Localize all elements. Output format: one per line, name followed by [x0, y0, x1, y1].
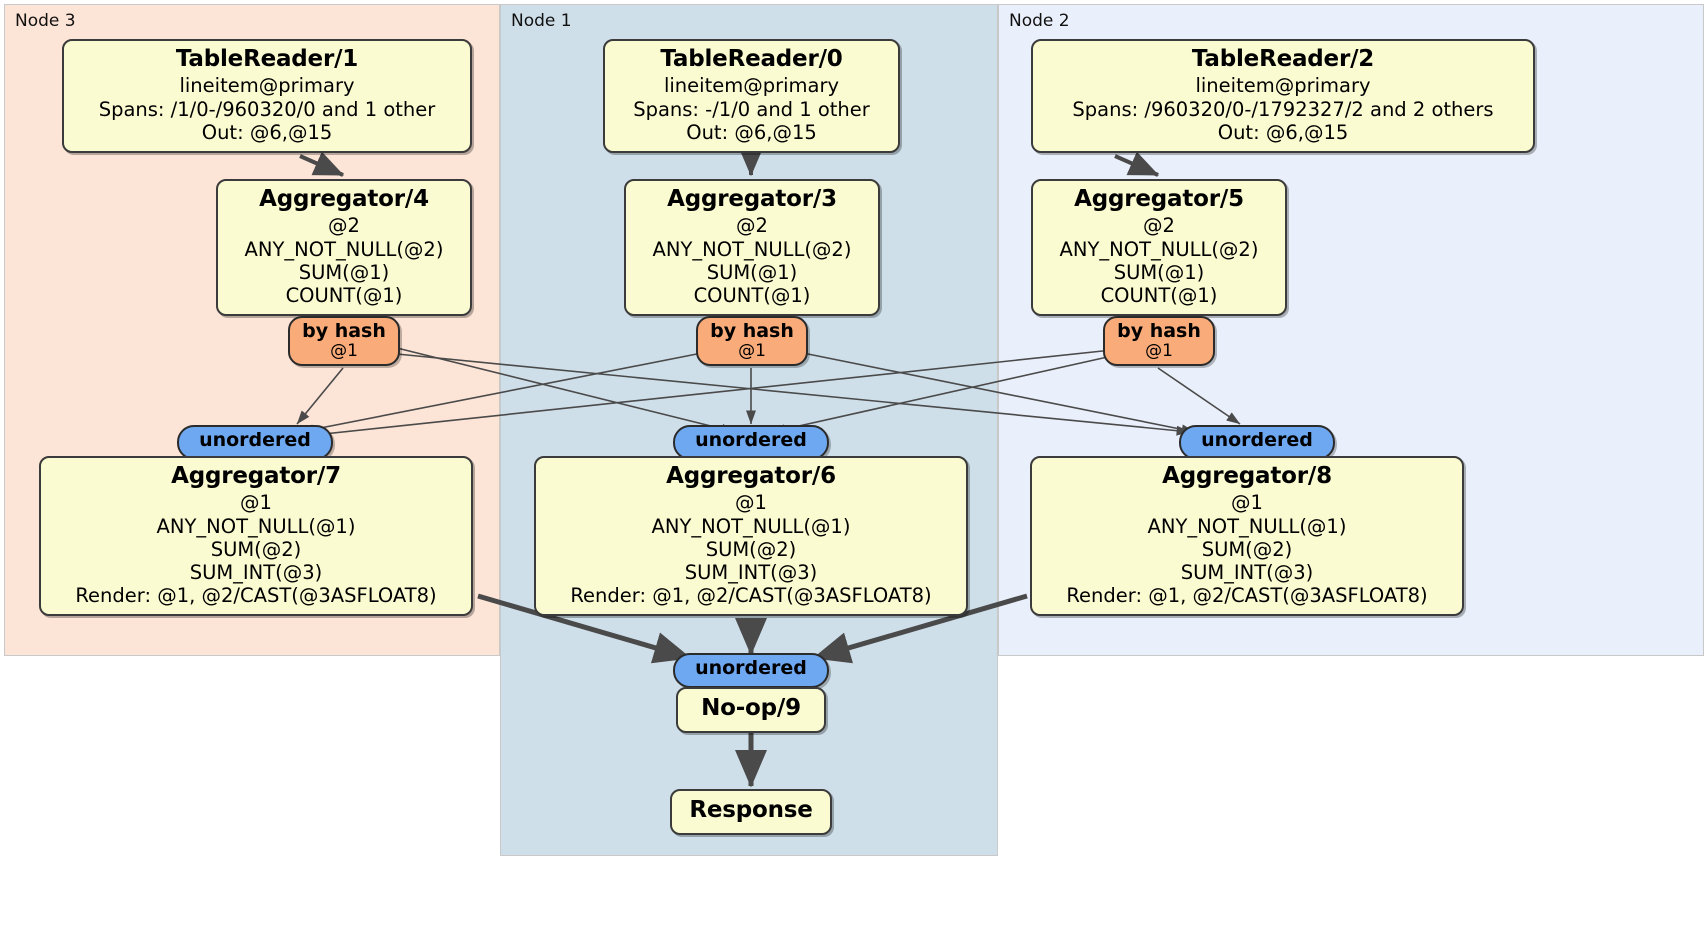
processor-tablereader2[interactable]: TableReader/2 lineitem@primary Spans: /9…: [1031, 39, 1535, 153]
processor-line: SUM(@2): [210, 537, 302, 561]
processor-line: @2: [736, 214, 768, 238]
processor-line: @1: [1231, 491, 1263, 515]
synchronizer-label: unordered: [695, 657, 807, 679]
processor-line: ANY_NOT_NULL(@1): [156, 514, 356, 538]
processor-aggregator3[interactable]: Aggregator/3 @2 ANY_NOT_NULL(@2) SUM(@1)…: [624, 179, 880, 317]
processor-title: Aggregator/7: [171, 463, 341, 489]
processor-line: lineitem@primary: [179, 74, 355, 98]
processor-line: Render: @1, @2/CAST(@3ASFLOAT8): [570, 584, 932, 608]
processor-line: SUM_INT(@3): [684, 560, 818, 584]
synchronizer-unordered-aggregator7[interactable]: unordered: [177, 425, 333, 460]
processor-line: ANY_NOT_NULL(@1): [1147, 514, 1347, 538]
processor-line: ANY_NOT_NULL(@2): [1059, 237, 1259, 261]
processor-line: lineitem@primary: [1195, 74, 1371, 98]
processor-aggregator6[interactable]: Aggregator/6 @1 ANY_NOT_NULL(@1) SUM(@2)…: [534, 456, 968, 617]
processor-response[interactable]: Response: [670, 789, 832, 836]
node-panel-label-node2: Node 2: [1009, 11, 1070, 31]
processor-line: Render: @1, @2/CAST(@3ASFLOAT8): [1066, 584, 1428, 608]
router-sublabel: @1: [330, 340, 358, 361]
processor-aggregator7[interactable]: Aggregator/7 @1 ANY_NOT_NULL(@1) SUM(@2)…: [39, 456, 473, 617]
router-label: by hash: [710, 320, 794, 342]
synchronizer-unordered-noop9[interactable]: unordered: [673, 653, 829, 688]
processor-line: Spans: -/1/0 and 1 other: [633, 97, 870, 121]
processor-title: Aggregator/3: [667, 186, 837, 212]
processor-line: @2: [1143, 214, 1175, 238]
processor-line: SUM(@2): [705, 537, 797, 561]
processor-tablereader0[interactable]: TableReader/0 lineitem@primary Spans: -/…: [603, 39, 900, 153]
synchronizer-label: unordered: [1201, 429, 1313, 451]
router-by-hash-aggregator3[interactable]: by hash @1: [696, 316, 808, 366]
router-by-hash-aggregator5[interactable]: by hash @1: [1103, 316, 1215, 366]
processor-title: Aggregator/8: [1162, 463, 1332, 489]
processor-line: Spans: /1/0-/960320/0 and 1 other: [98, 97, 436, 121]
router-sublabel: @1: [1145, 340, 1173, 361]
processor-line: SUM(@1): [706, 260, 798, 284]
processor-line: Out: @6,@15: [686, 120, 817, 144]
processor-line: Out: @6,@15: [201, 120, 333, 144]
router-sublabel: @1: [738, 340, 766, 361]
processor-aggregator4[interactable]: Aggregator/4 @2 ANY_NOT_NULL(@2) SUM(@1)…: [216, 179, 472, 317]
processor-line: @1: [240, 491, 272, 515]
processor-line: ANY_NOT_NULL(@2): [244, 237, 444, 261]
router-label: by hash: [1117, 320, 1201, 342]
processor-line: @2: [328, 214, 360, 238]
processor-line: COUNT(@1): [1100, 283, 1218, 307]
processor-title: TableReader/2: [1191, 46, 1375, 72]
synchronizer-label: unordered: [199, 429, 311, 451]
router-by-hash-aggregator4[interactable]: by hash @1: [288, 316, 400, 366]
synchronizer-unordered-aggregator8[interactable]: unordered: [1179, 425, 1335, 460]
synchronizer-unordered-aggregator6[interactable]: unordered: [673, 425, 829, 460]
processor-title: Aggregator/4: [259, 186, 429, 212]
processor-line: SUM(@2): [1201, 537, 1293, 561]
processor-tablereader1[interactable]: TableReader/1 lineitem@primary Spans: /1…: [62, 39, 472, 153]
synchronizer-label: unordered: [695, 429, 807, 451]
processor-line: COUNT(@1): [693, 283, 811, 307]
processor-line: ANY_NOT_NULL(@2): [652, 237, 852, 261]
processor-line: SUM(@1): [298, 260, 390, 284]
processor-line: Out: @6,@15: [1217, 120, 1349, 144]
processor-line: Spans: /960320/0-/1792327/2 and 2 others: [1072, 97, 1494, 121]
processor-title: Aggregator/6: [666, 463, 836, 489]
processor-title: No-op/9: [701, 695, 801, 721]
processor-line: COUNT(@1): [285, 283, 403, 307]
processor-title: Response: [689, 797, 813, 823]
processor-title: TableReader/1: [175, 46, 359, 72]
processor-aggregator8[interactable]: Aggregator/8 @1 ANY_NOT_NULL(@1) SUM(@2)…: [1030, 456, 1464, 617]
node-panel-label-node1: Node 1: [511, 11, 572, 31]
processor-title: TableReader/0: [660, 46, 843, 72]
router-label: by hash: [302, 320, 386, 342]
processor-line: lineitem@primary: [663, 74, 840, 98]
processor-line: SUM(@1): [1113, 260, 1205, 284]
processor-line: Render: @1, @2/CAST(@3ASFLOAT8): [75, 584, 437, 608]
processor-line: ANY_NOT_NULL(@1): [651, 514, 851, 538]
processor-line: SUM_INT(@3): [1180, 560, 1314, 584]
processor-title: Aggregator/5: [1074, 186, 1244, 212]
node-panel-label-node3: Node 3: [15, 11, 76, 31]
processor-aggregator5[interactable]: Aggregator/5 @2 ANY_NOT_NULL(@2) SUM(@1)…: [1031, 179, 1287, 317]
processor-noop9[interactable]: No-op/9: [676, 687, 826, 734]
processor-line: @1: [735, 491, 767, 515]
processor-line: SUM_INT(@3): [189, 560, 323, 584]
